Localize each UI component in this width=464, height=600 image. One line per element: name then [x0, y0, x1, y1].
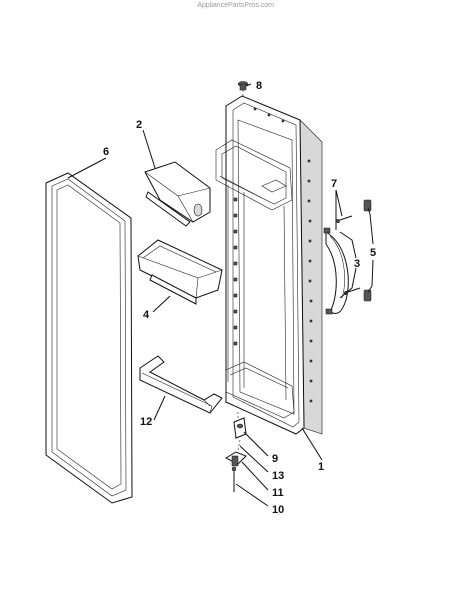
callout-5: 5	[370, 247, 376, 259]
callout-7: 7	[331, 178, 337, 190]
part-9-hinge-bushing[interactable]	[233, 412, 247, 439]
part-8-top-plug[interactable]	[237, 81, 249, 99]
watermark-text: AppliancePartsPros.com	[197, 2, 274, 9]
callout-12: 12	[140, 416, 152, 428]
part-13-hinge-washer[interactable]	[237, 439, 241, 451]
part-4-door-bin[interactable]	[137, 239, 223, 305]
callout-8: 8	[256, 80, 262, 92]
part-5-end-caps[interactable]	[363, 199, 372, 302]
part-10-hinge-screw[interactable]	[231, 466, 237, 492]
callout-6: 6	[103, 146, 109, 158]
part-1-door-assembly[interactable]	[215, 95, 323, 435]
callout-9: 9	[272, 453, 278, 465]
callout-3: 3	[354, 258, 360, 270]
part-3-door-handle[interactable]	[323, 227, 349, 315]
part-12-lower-bin[interactable]	[139, 355, 223, 414]
callout-1: 1	[318, 461, 324, 473]
callout-2: 2	[136, 119, 142, 131]
leader-lines	[67, 83, 374, 507]
callout-13: 13	[272, 470, 284, 482]
callout-10: 10	[272, 504, 284, 516]
part-11-hinge-pin[interactable]	[224, 451, 247, 467]
part-6-door-gasket[interactable]	[45, 172, 133, 504]
callout-11: 11	[272, 487, 284, 499]
callout-4: 4	[143, 309, 150, 321]
part-2-dairy-door[interactable]	[144, 161, 211, 227]
